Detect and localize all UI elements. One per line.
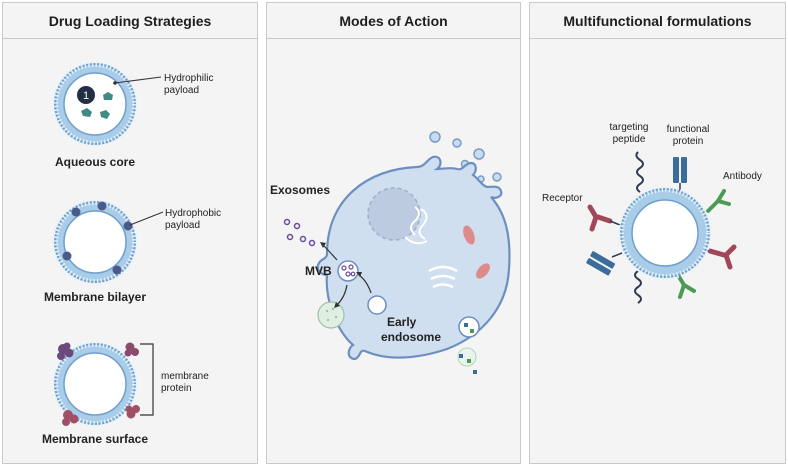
hydrophobic-payload-dot [123, 221, 133, 231]
cell-membrane [316, 155, 511, 361]
aqueous-core-vesicle: 1 [52, 61, 138, 147]
membrane-surface-label: Membrane surface [42, 432, 148, 446]
exosomes-label: Exosomes [270, 183, 330, 197]
early-endosome [367, 295, 387, 315]
antibody-label: Antibody [723, 171, 762, 182]
payload-icon [103, 92, 113, 100]
early-endosome-label-1: Early [387, 315, 417, 329]
targeting-peptide-icon [635, 151, 644, 193]
membrane-protein-label-1: membrane [161, 371, 209, 382]
lysosome [317, 301, 345, 329]
targeting-peptide-label-1: targeting [610, 122, 649, 133]
panel-title-modes-of-action: Modes of Action [267, 3, 520, 39]
pointer-dot [113, 81, 117, 85]
endocytic-vesicle [458, 316, 480, 338]
membrane-bilayer-vesicle [52, 199, 138, 285]
released-exosomes [283, 218, 316, 247]
payload-icon [81, 108, 92, 117]
functional-protein-label-1: functional [667, 124, 710, 135]
receptor-icon [707, 244, 737, 270]
aqueous-core-label: Aqueous core [55, 155, 135, 169]
mvb-body [337, 260, 359, 282]
mvb-vesicles [341, 264, 356, 277]
bracket-line [140, 343, 154, 416]
hydrophobic-payload-dot [62, 251, 72, 261]
hydrophilic-label-2: payload [164, 85, 199, 96]
hydrophilic-label-1: Hydrophilic [164, 73, 213, 84]
panel-title-drug-loading: Drug Loading Strategies [3, 3, 257, 39]
functional-protein-label-2: protein [673, 136, 704, 147]
targeting-peptide-icon [634, 270, 642, 304]
membrane-protein-icon [125, 405, 140, 419]
arrowheads [320, 242, 362, 308]
hydrophobic-payload-dot [97, 201, 107, 211]
hydrophobic-payload-dot [71, 207, 81, 217]
membrane-protein-icon [62, 410, 79, 426]
hydrophobic-label-2: payload [165, 220, 200, 231]
membrane-protein-icon [57, 342, 74, 360]
hydrophobic-label-1: Hydrophobic [165, 208, 221, 219]
badge-number: 1 [83, 90, 89, 102]
receptor-icon [587, 204, 613, 232]
panel-modes-of-action: Modes of Action [266, 2, 521, 464]
nucleus [367, 187, 421, 241]
multifunctional-diagram: targeting peptide functional protein Ant… [542, 122, 762, 304]
antibody-icon [676, 273, 696, 299]
lysosome-content [325, 307, 338, 322]
drug-loading-diagram: 1 Hydrophilic payload Aqueous core Hydro… [42, 61, 221, 446]
internalized-cargo [464, 323, 474, 333]
membrane-surface-vesicle [52, 341, 140, 427]
mitochondrion [476, 263, 490, 279]
early-endosome-label-2: endosome [381, 330, 441, 344]
hydrophobic-payload-dot [112, 265, 122, 275]
membrane-protein-icon [124, 342, 139, 357]
pointer-line [129, 211, 164, 226]
external-cargo [457, 347, 477, 374]
mitochondrion [463, 225, 475, 245]
antibody-icon [706, 189, 731, 213]
membrane-bilayer-label: Membrane bilayer [44, 290, 146, 304]
modes-of-action-diagram: Exosomes MVB Early endosome [270, 131, 511, 374]
functional-protein-icon [586, 251, 616, 276]
golgi-apparatus [428, 265, 458, 289]
multifunctional-vesicle [618, 186, 712, 280]
payload-icon [100, 110, 110, 119]
badge-circle [77, 86, 95, 104]
functional-protein-icon [673, 157, 687, 183]
membrane-protein-label-2: protein [161, 383, 192, 394]
pointer-line [114, 76, 162, 84]
targeting-peptide-label-2: peptide [613, 134, 646, 145]
receptor-label: Receptor [542, 193, 583, 204]
mvb-label: MVB [305, 264, 332, 278]
panel-title-multifunctional: Multifunctional formulations [530, 3, 785, 39]
panel-drug-loading: Drug Loading Strategies 1 Hydrophilic pa… [2, 2, 258, 464]
endoplasmic-reticulum [404, 206, 428, 245]
panel-multifunctional: Multifunctional formulations targeting p… [529, 2, 786, 464]
